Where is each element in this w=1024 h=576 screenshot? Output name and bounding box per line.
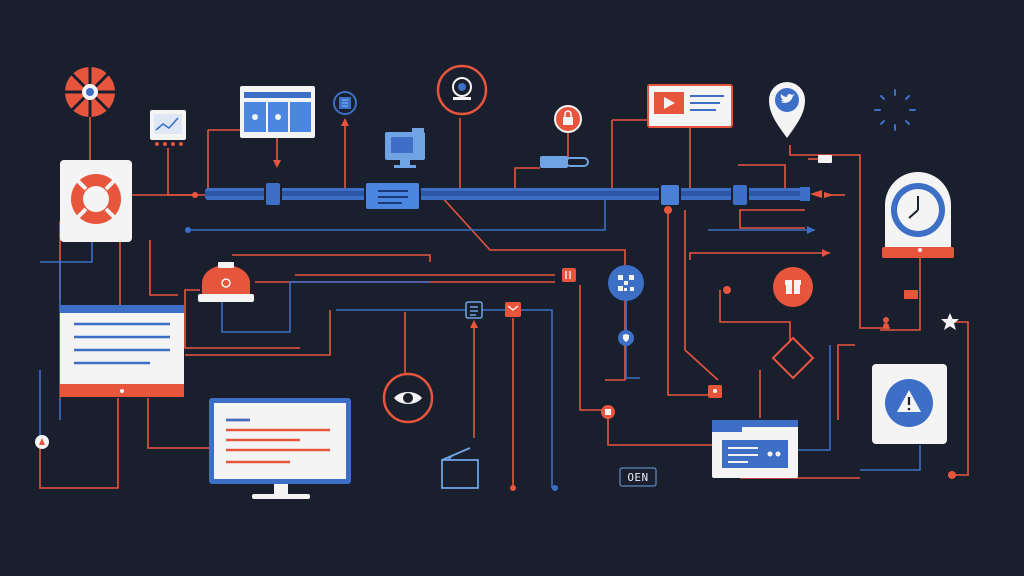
loading-spinner: [874, 89, 916, 131]
plug-connector: [808, 155, 918, 299]
bus-connector-box: [364, 181, 421, 211]
twitter-pin: [769, 82, 805, 138]
decision-diamond: [771, 336, 815, 380]
star-node: [941, 313, 959, 330]
video-card: [647, 84, 733, 128]
cpu-chip: [333, 91, 357, 115]
alert-small-node: [35, 435, 49, 449]
desktop-monitor-small: [385, 128, 425, 168]
qr-node: [608, 265, 644, 301]
lifebuoy-card: [60, 160, 132, 242]
usb-plug: [540, 156, 589, 168]
browser-window: [240, 86, 315, 138]
eye-node: [382, 372, 434, 424]
router-node: [198, 262, 254, 302]
lock-node: [554, 105, 582, 133]
chat-small-node: [708, 385, 722, 398]
main-bus: [205, 181, 834, 211]
mail-small-node: [505, 302, 521, 317]
webcam-node: [436, 64, 488, 116]
endpoint-dots: [185, 118, 956, 491]
shield-node: [618, 330, 634, 346]
stop-small-node: [601, 405, 615, 419]
connector-lines: [38, 115, 969, 489]
clock-card: [882, 172, 954, 258]
reel-icon: [65, 67, 115, 117]
open-tag-text: OEN: [627, 471, 648, 484]
chart-card: [150, 110, 186, 146]
doc-small-node: [465, 301, 483, 319]
warning-card: [872, 364, 947, 444]
open-tag: OEN: [619, 467, 657, 487]
gift-node: [773, 267, 813, 307]
text-panel: [60, 305, 184, 397]
large-monitor: [209, 398, 351, 499]
film-clapper: [441, 447, 479, 489]
window-panel: [712, 420, 798, 478]
tool-small-node: [562, 268, 576, 282]
